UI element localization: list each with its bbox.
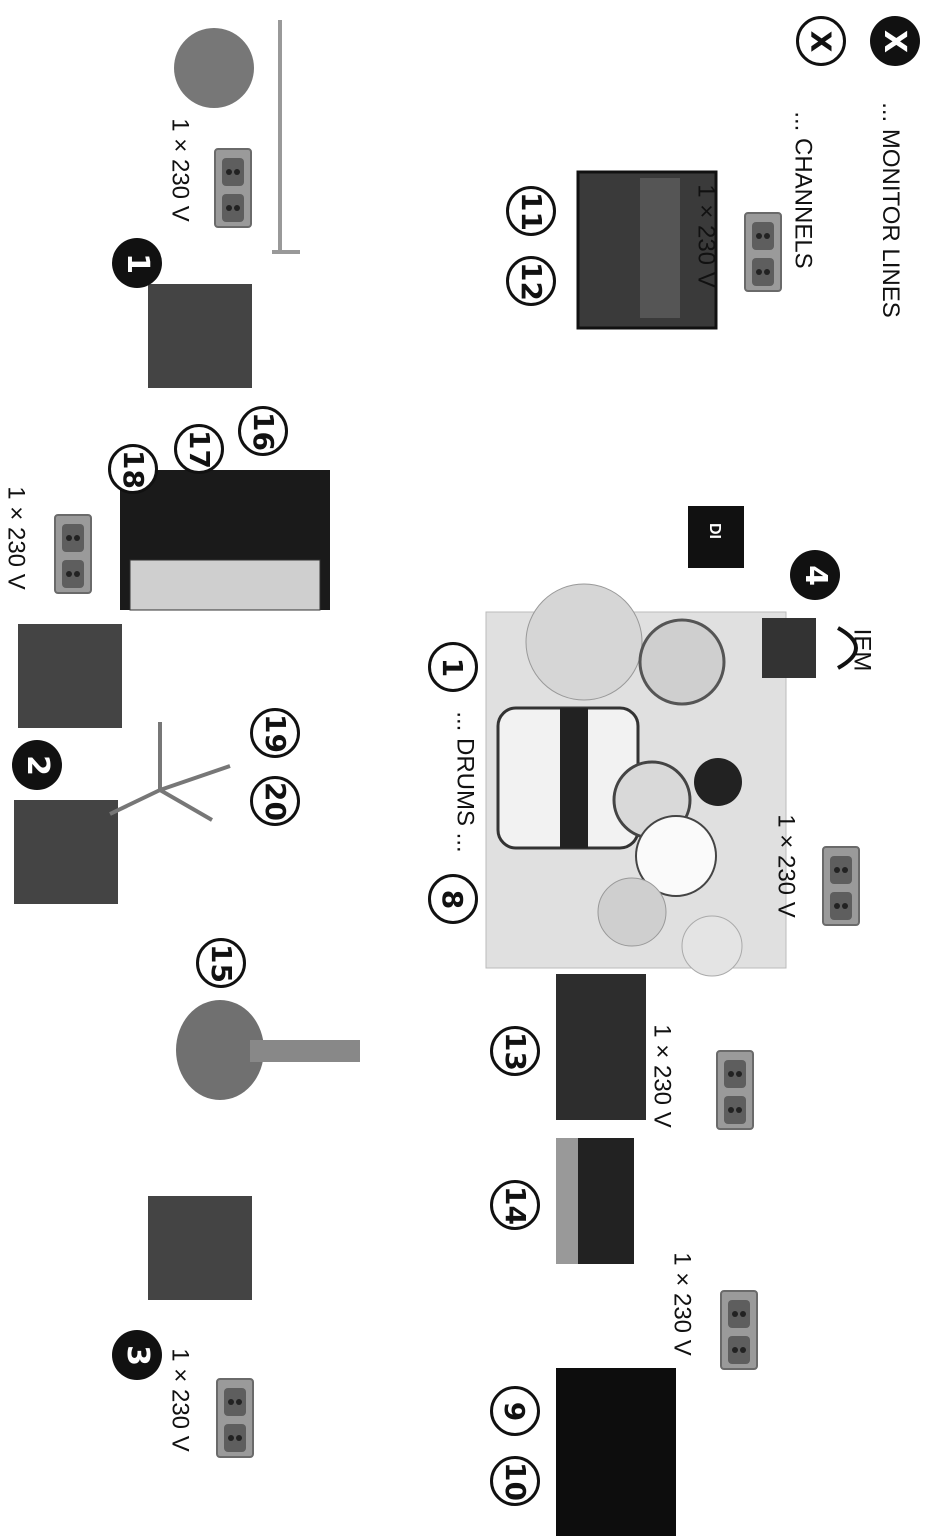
monitor-wedge-2a xyxy=(18,624,122,728)
power-socket-icon xyxy=(716,1050,754,1130)
cymbal-icon xyxy=(681,915,743,977)
channel-11: 11 xyxy=(506,186,556,236)
monitor-wedge-1 xyxy=(148,284,252,388)
monitor-line-3: 3 xyxy=(112,1330,162,1380)
channel-1: 1 xyxy=(428,642,478,692)
monitor-lines-legend-symbol: X xyxy=(870,16,920,66)
iem-transmitter-icon xyxy=(762,618,816,678)
power-label: 1 × 230 V xyxy=(2,486,30,590)
bass-amp-icon xyxy=(556,974,646,1120)
monitor-lines-legend-text: ... MONITOR LINES xyxy=(876,102,904,318)
power-label: 1 × 230 V xyxy=(772,814,800,918)
channel-17: 17 xyxy=(174,424,224,474)
power-socket-icon xyxy=(744,212,782,292)
power-label: 1 × 230 V xyxy=(166,1348,194,1452)
channel-16: 16 xyxy=(238,406,288,456)
drums-label: ... DRUMS ... xyxy=(451,711,479,853)
channel-13: 13 xyxy=(490,1026,540,1076)
power-socket-icon xyxy=(822,846,860,926)
power-socket-icon xyxy=(54,514,92,594)
channel-15: 15 xyxy=(196,938,246,988)
power-label: 1 × 230 V xyxy=(648,1024,676,1128)
cymbal-stand-icon xyxy=(174,28,254,108)
headphones-icon xyxy=(837,626,858,670)
channel-18: 18 xyxy=(108,444,158,494)
channel-8: 8 xyxy=(428,874,478,924)
monitor-line-2: 2 xyxy=(12,740,62,790)
channel-20: 20 xyxy=(250,776,300,826)
monitor-wedge-2b xyxy=(14,800,118,904)
power-label: 1 × 230 V xyxy=(692,184,720,288)
power-socket-icon xyxy=(214,148,252,228)
channel-19: 19 xyxy=(250,708,300,758)
channel-9: 9 xyxy=(490,1386,540,1436)
di-box-icon xyxy=(688,506,744,568)
channel-14: 14 xyxy=(490,1180,540,1230)
crash-cymbal-icon xyxy=(525,583,643,701)
monitor-wedge-3 xyxy=(148,1196,252,1300)
hihat-icon xyxy=(597,877,667,947)
power-socket-icon xyxy=(216,1378,254,1458)
power-label: 1 × 230 V xyxy=(668,1252,696,1356)
ride-cymbal-icon xyxy=(694,758,742,806)
channel-10: 10 xyxy=(490,1456,540,1506)
di-label: DI xyxy=(706,523,723,539)
channels-legend-text: ... CHANNELS xyxy=(789,111,817,269)
snare-icon xyxy=(635,815,717,897)
iem-label: IEM xyxy=(848,628,876,672)
floor-tom-icon xyxy=(638,618,726,706)
channels-legend-symbol: X xyxy=(796,16,846,66)
amp-cabinet-icon xyxy=(556,1368,676,1536)
monitor-line-4: 4 xyxy=(790,550,840,600)
power-socket-icon xyxy=(720,1290,758,1370)
monitor-line-1: 1 xyxy=(112,238,162,288)
channel-12: 12 xyxy=(506,256,556,306)
acoustic-guitar-icon xyxy=(176,1000,264,1100)
power-label: 1 × 230 V xyxy=(166,118,194,222)
